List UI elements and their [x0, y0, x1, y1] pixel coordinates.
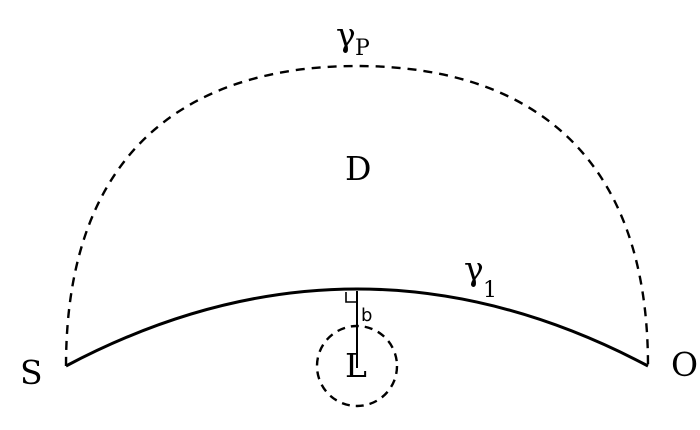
gamma-1-solid-arc	[65, 287, 649, 368]
region-d-label: D	[345, 149, 371, 188]
point-s-label: S	[20, 353, 43, 392]
point-o-label: O	[671, 345, 698, 384]
right-angle-marker	[345, 292, 357, 303]
gamma-p-subscript: P	[355, 36, 370, 61]
gamma-1-subscript: 1	[483, 278, 497, 303]
gamma-1-label: γ	[464, 249, 484, 288]
gamma-p-dashed-arc	[64, 64, 650, 367]
point-l-label: L	[345, 346, 367, 385]
distance-b-label: b	[361, 305, 372, 326]
gamma-p-label: γ	[336, 15, 356, 54]
